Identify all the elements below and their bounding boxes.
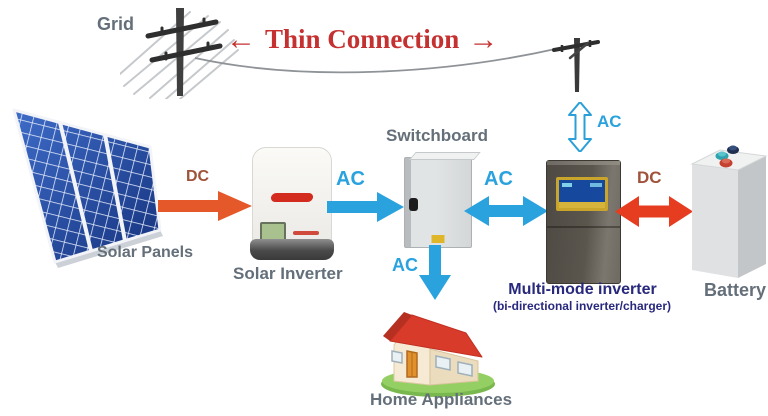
house-roof-left bbox=[383, 312, 412, 341]
panel-frame-edge bbox=[55, 230, 163, 268]
inverter-model-text bbox=[293, 231, 319, 235]
switchboard-top-face bbox=[409, 152, 481, 160]
grid-power-pole-small-icon bbox=[552, 38, 600, 92]
dc-multimode-battery-arrow bbox=[615, 196, 693, 227]
multi-mode-inverter-sublabel: (bi-directional inverter/charger) bbox=[492, 299, 672, 313]
switchboard-latch bbox=[409, 198, 418, 211]
multi-mode-inverter-icon bbox=[546, 160, 621, 284]
ac-inverter-arrow bbox=[327, 192, 404, 222]
left-arrow-icon: ← bbox=[226, 22, 256, 56]
home-appliances-label: Home Appliances bbox=[370, 390, 513, 409]
solar-inverter-label: Solar Inverter bbox=[233, 264, 343, 283]
multimode-top-face bbox=[547, 161, 620, 165]
ac-inverter-label: AC bbox=[336, 168, 365, 190]
grid-label: Grid bbox=[97, 14, 135, 34]
house-window bbox=[435, 355, 451, 371]
multi-mode-inverter-label: Multi-mode inverter bbox=[508, 281, 657, 298]
house-roof bbox=[389, 314, 483, 358]
battery-front-face bbox=[692, 164, 738, 278]
solar-panels-icon bbox=[12, 108, 163, 268]
multimode-seam bbox=[547, 225, 620, 228]
multimode-display bbox=[556, 177, 608, 211]
battery-side-face bbox=[738, 156, 766, 278]
solar-inverter-icon bbox=[250, 147, 334, 260]
house-window bbox=[457, 361, 473, 377]
inverter-brand-logo bbox=[270, 193, 314, 202]
right-arrow-icon: → bbox=[468, 22, 499, 56]
house-window bbox=[391, 350, 403, 364]
display-strip bbox=[559, 202, 605, 208]
ac-grid-label: AC bbox=[597, 112, 622, 131]
battery-label: Battery bbox=[703, 280, 767, 300]
thin-connection-annotation: ← Thin Connection → bbox=[226, 24, 498, 55]
battery-icon bbox=[690, 145, 768, 278]
solar-panels-label: Solar Panels bbox=[96, 244, 194, 261]
ac-switchboard-label: AC bbox=[484, 168, 513, 190]
dc-panels-arrow bbox=[158, 191, 252, 221]
ac-switchboard-home-arrow bbox=[419, 245, 451, 300]
thin-connection-text: Thin Connection bbox=[265, 24, 460, 54]
display-pixels bbox=[562, 183, 572, 187]
dc-battery-label: DC bbox=[637, 168, 662, 187]
dc-panels-label: DC bbox=[186, 168, 210, 185]
ac-home-label: AC bbox=[392, 255, 418, 275]
ac-grid-multimode-arrow bbox=[568, 102, 592, 152]
home-appliances-icon bbox=[381, 312, 495, 397]
battery-terminals bbox=[715, 145, 739, 168]
inverter-base bbox=[250, 239, 334, 260]
grid-wire bbox=[194, 47, 561, 74]
insulators bbox=[160, 17, 210, 61]
ac-switchboard-multimode-arrow bbox=[464, 196, 548, 226]
switchboard-label: Switchboard bbox=[386, 126, 489, 145]
switchboard-tag bbox=[431, 235, 445, 243]
display-pixels bbox=[590, 183, 602, 187]
grid-power-pole-icon bbox=[120, 8, 239, 99]
switchboard-icon bbox=[404, 152, 481, 248]
